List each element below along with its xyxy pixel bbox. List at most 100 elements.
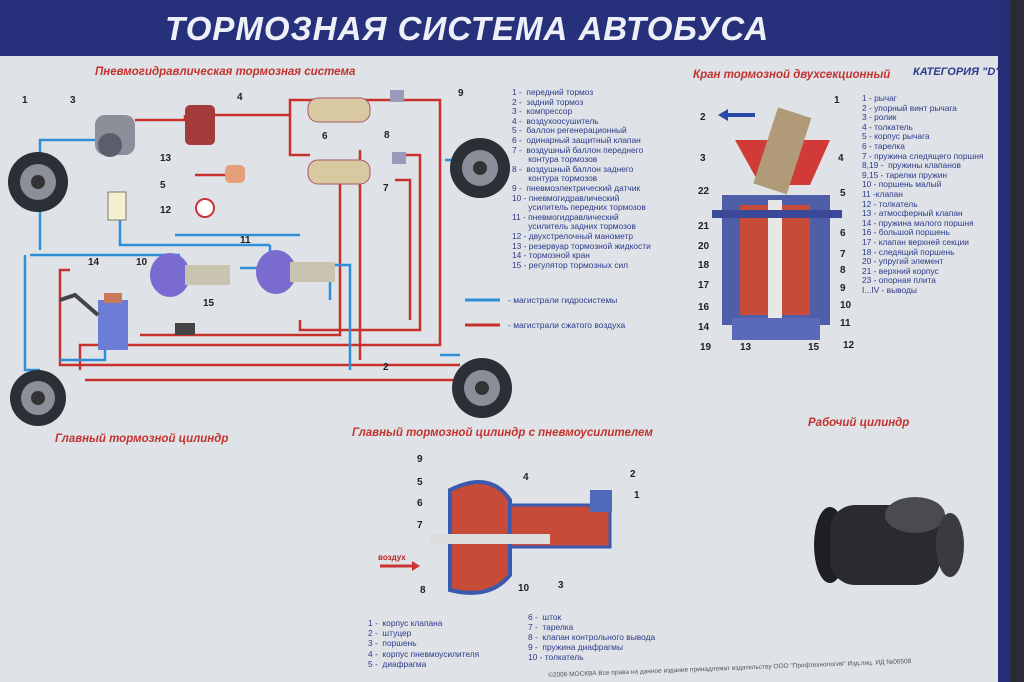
callout-number: 8 bbox=[384, 130, 390, 141]
callout-number: 3 bbox=[70, 95, 76, 106]
legend-item: 8,19 - пружины клапанов bbox=[862, 160, 961, 171]
legend-item: 6 - шток bbox=[528, 612, 562, 622]
callout-number: 5 bbox=[160, 180, 166, 191]
callout-number: 3 bbox=[700, 153, 706, 164]
legend-item: 5 - корпус рычага bbox=[862, 131, 930, 142]
legend-item: 20 - упругий элемент bbox=[862, 256, 944, 267]
callout-number: 7 bbox=[383, 183, 389, 194]
callout-number: 19 bbox=[700, 342, 712, 353]
callout-number: 1 bbox=[634, 490, 640, 501]
legend-item: 21 - верхний корпус bbox=[862, 265, 939, 276]
legend-item: 7 - пружина следящего поршня bbox=[862, 150, 984, 161]
callout-number: 10 bbox=[136, 257, 148, 268]
callout-number: 17 bbox=[698, 280, 710, 291]
fluid-reservoir bbox=[107, 191, 127, 221]
callout-number: 9 bbox=[840, 283, 846, 294]
sensor-2 bbox=[392, 152, 406, 164]
booster-rear bbox=[256, 250, 335, 294]
air-dryer bbox=[185, 105, 215, 145]
legend-hydraulic: - магистрали гидросистемы bbox=[508, 295, 618, 305]
callout-number: 13 bbox=[740, 342, 752, 353]
legend-item: 3 - ролик bbox=[862, 112, 897, 123]
legend-item: 9,15 - тарелки пружин bbox=[862, 169, 948, 180]
legend-item: 23 - опорная плита bbox=[862, 275, 936, 286]
legend-item: I...IV - выводы bbox=[862, 284, 917, 295]
legend-item: 1 - рычаг bbox=[862, 93, 897, 103]
rear-brake-left bbox=[10, 370, 66, 426]
callout-number: 9 bbox=[458, 88, 464, 99]
legend-item: 3 - поршень bbox=[368, 638, 417, 649]
callout-number: 13 bbox=[160, 153, 172, 164]
callout-number: 11 bbox=[240, 235, 251, 246]
callout-number: 22 bbox=[698, 186, 710, 197]
legend-item: 13 - резервуар тормозной жидкости bbox=[512, 240, 651, 251]
callout-number: 14 bbox=[698, 322, 710, 333]
callout-number: 12 bbox=[160, 205, 172, 216]
callout-number: 8 bbox=[840, 265, 846, 276]
legend-item: 18 - следящий поршень bbox=[862, 246, 955, 257]
legend-item: 16 - большой поршень bbox=[862, 227, 950, 238]
legend-item: 12 - толкатель bbox=[862, 198, 918, 209]
legend-item: 5 - диафрагма bbox=[368, 658, 427, 669]
callout-number: 4 bbox=[523, 472, 529, 483]
callout-number: 6 bbox=[322, 131, 328, 142]
wheel-cylinder-part bbox=[814, 497, 964, 585]
callout-number: 15 bbox=[203, 298, 215, 309]
legend-item: 11 - пневмогидравлический усилитель задн… bbox=[512, 211, 636, 232]
rear-brake-right bbox=[452, 358, 512, 418]
callout-number: 20 bbox=[698, 241, 710, 252]
legend-item: 10 - толкатель bbox=[528, 652, 584, 662]
legend-item: 15 - регулятор тормозных сил bbox=[512, 259, 629, 270]
legend-item: 8 - клапан контрольного вывода bbox=[528, 632, 656, 642]
callout-number: 6 bbox=[417, 498, 423, 509]
callout-number: 5 bbox=[840, 188, 846, 199]
callout-number: 7 bbox=[417, 520, 423, 531]
section-title-valve: Кран тормозной двухсекционный bbox=[693, 69, 891, 81]
front-brake-right bbox=[450, 138, 510, 198]
legend-item: 9 - пневмоэлектрический датчик bbox=[512, 182, 641, 193]
legend-item: 14 - тормозной кран bbox=[512, 250, 590, 261]
legend-item: 2 - упорный винт рычага bbox=[862, 102, 957, 113]
section-title-master: Главный тормозной цилиндр bbox=[55, 433, 229, 445]
two-section-valve bbox=[712, 107, 842, 340]
legend-item: 1 - передний тормоз bbox=[512, 87, 594, 97]
callout-number: 15 bbox=[808, 342, 820, 353]
callout-number: 9 bbox=[417, 454, 423, 465]
section-title-booster: Главный тормозной цилиндр с пневмоусилит… bbox=[352, 427, 653, 439]
legend-item: 3 - компрессор bbox=[512, 106, 573, 117]
legend-item: 11 -клапан bbox=[862, 188, 903, 199]
callout-number: 14 bbox=[88, 257, 100, 268]
callout-number: 18 bbox=[698, 260, 710, 271]
front-brake-left bbox=[8, 152, 68, 212]
callout-number: 8 bbox=[420, 585, 426, 596]
callout-number: 16 bbox=[698, 302, 710, 313]
legend-item: 4 - толкатель bbox=[862, 121, 913, 132]
master-cylinder-booster bbox=[380, 480, 612, 595]
legend-item: 13 - атмосферный клапан bbox=[862, 208, 963, 219]
legend-item: 10 - пневмогидравлический усилитель пере… bbox=[512, 192, 646, 213]
category-label: КАТЕГОРИЯ "D" bbox=[913, 66, 1001, 78]
air-label: воздух bbox=[378, 553, 406, 562]
callout-number: 10 bbox=[518, 583, 530, 594]
compressor bbox=[95, 115, 135, 157]
callout-number: 12 bbox=[843, 340, 855, 351]
callout-number: 2 bbox=[383, 362, 389, 373]
legend-item: 10 - поршень малый bbox=[862, 179, 942, 190]
callout-number: 1 bbox=[834, 95, 840, 106]
callout-number: 11 bbox=[840, 318, 851, 329]
air-tank-rear bbox=[307, 97, 371, 123]
legend-item: 4 - корпус пневмоусилителя bbox=[368, 648, 480, 659]
callout-number: 6 bbox=[840, 228, 846, 239]
callout-number: 2 bbox=[630, 469, 636, 480]
callout-number: 5 bbox=[417, 477, 423, 488]
callout-number: 7 bbox=[840, 249, 846, 260]
legend-item: 6 - тарелка bbox=[862, 140, 905, 151]
legend-item: 2 - штуцер bbox=[368, 628, 412, 639]
poster-header bbox=[0, 0, 1024, 58]
callout-number: 4 bbox=[838, 153, 844, 164]
legend-item: 5 - баллон регенерационный bbox=[512, 125, 627, 136]
